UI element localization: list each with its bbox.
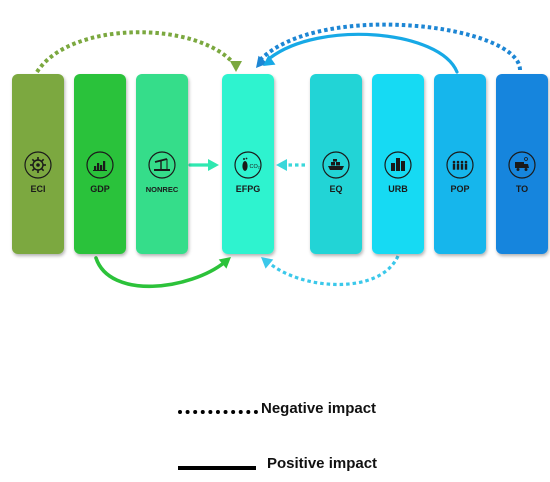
trade-truck-icon [508,151,536,179]
container-ship-icon [322,151,350,179]
column-label-pop: POP [450,184,469,194]
factor-column-gdp: GDP [74,74,126,254]
population-icon [446,151,474,179]
oil-pump-icon [148,151,176,179]
svg-text:CO₂: CO₂ [250,164,260,170]
column-bar-efpg [222,74,274,254]
legend-negative-label: Negative impact [261,400,377,417]
link-pop-to-efpg [268,32,459,74]
legend-dotted-line [178,410,258,414]
factor-column-pop: POP [434,74,486,254]
link-to-to-efpg [258,22,522,71]
arrowhead-urb [261,257,274,269]
arrowhead-gdp [218,257,231,269]
column-label-nonrec: NONREC [146,185,179,194]
footprint-co2-icon: CO₂ [234,151,262,179]
column-label-efpg: EFPG [236,184,261,194]
column-label-eci: ECI [30,184,45,194]
factor-column-eci: ECI [12,74,64,254]
factor-column-nonrec: NONREC [136,74,188,254]
city-buildings-icon [384,151,412,179]
column-bar-pop [434,74,486,254]
column-bar-nonrec [136,74,188,254]
arrowhead-to [256,55,268,68]
legend-positive-label: Positive impact [267,455,378,472]
arrowhead-eci [230,61,242,72]
factor-column-to: TO [496,74,548,254]
links-layer [35,22,522,289]
column-label-to: TO [516,184,528,194]
factor-column-eq: EQ [310,74,362,254]
legend-solid-line [178,466,256,470]
link-gdp-to-efpg [94,256,227,289]
bar-chart-icon [86,151,114,179]
factor-column-urb: URB [372,74,424,254]
arrowhead-pop [263,54,276,66]
arrowhead-nonrec [208,159,219,171]
link-urb-to-efpg [266,255,400,286]
arrowheads-layer [208,54,287,269]
column-bar-gdp [74,74,126,254]
columns-layer: ECI GDP NONREC CO₂ EFPG EQ URB POP TO [12,74,548,254]
arrowhead-eq [276,159,287,171]
column-label-gdp: GDP [90,184,110,194]
link-eci-to-efpg [35,30,238,74]
factor-column-efpg: CO₂ EFPG [222,74,274,254]
gear-settings-icon [24,151,52,179]
column-label-urb: URB [388,184,408,194]
column-label-eq: EQ [329,184,342,194]
